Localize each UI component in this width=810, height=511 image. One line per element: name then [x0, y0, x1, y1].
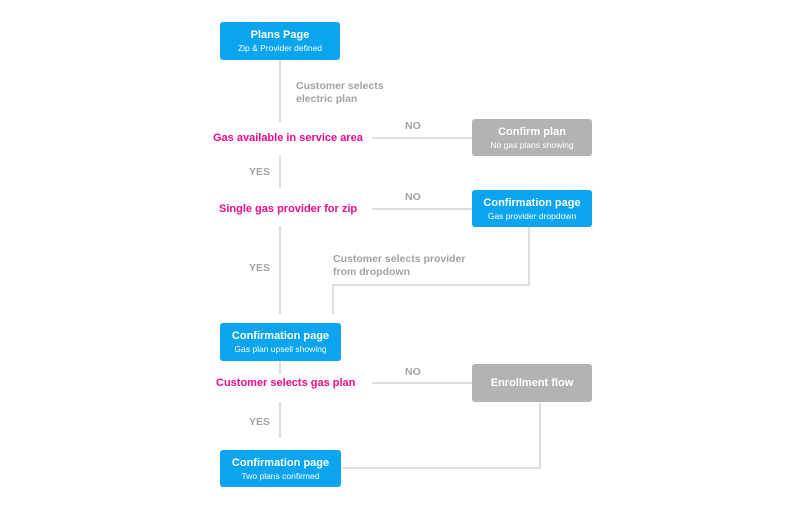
connector-dropdown-return	[332, 227, 530, 314]
node-title: Confirmation page	[231, 330, 330, 342]
node-title: Enrollment flow	[490, 377, 574, 389]
label-selects-provider: Customer selects provider from dropdown	[333, 253, 465, 279]
node-subtitle: Zip & Provider defined	[237, 43, 323, 53]
node-title: Confirm plan	[498, 125, 566, 138]
label-no-gas-available: NO	[405, 120, 421, 132]
node-title: Confirmation page	[231, 456, 330, 469]
label-yes-gas-available: YES	[249, 166, 271, 178]
confirmation-dropdown-node: Confirmation page Gas provider dropdown	[472, 190, 592, 227]
confirmation-upsell-node: Confirmation page Gas plan upsell showin…	[220, 323, 341, 361]
label-no-single-provider: NO	[405, 191, 421, 203]
label-yes-selects-gas: YES	[249, 416, 271, 428]
node-subtitle: Two plans confirmed	[241, 470, 320, 481]
node-subtitle: Gas provider dropdown	[487, 210, 577, 221]
decision-single-provider: Single gas provider for zip	[219, 203, 358, 215]
confirm-plan-node: Confirm plan No gas plans showing	[472, 119, 592, 156]
plans-page-node: Plans Page Zip & Provider defined	[220, 22, 340, 60]
label-line: from dropdown	[333, 266, 410, 278]
label-no-selects-gas: NO	[405, 366, 421, 378]
node-title: Plans Page	[250, 29, 310, 41]
label-yes-single-provider: YES	[249, 262, 271, 274]
label-selects-electric: Customer selects electric plan	[296, 80, 384, 106]
node-subtitle: No gas plans showing	[490, 139, 574, 150]
decision-gas-available: Gas available in service area	[213, 132, 363, 144]
node-title: Confirmation page	[483, 196, 581, 209]
confirmation-two-plans-node: Confirmation page Two plans confirmed	[220, 450, 341, 487]
node-subtitle: Gas plan upsell showing	[234, 344, 327, 354]
enrollment-flow-node: Enrollment flow	[472, 364, 592, 402]
decision-selects-gas-plan: Customer selects gas plan	[216, 377, 356, 389]
label-line: Customer selects provider	[333, 253, 466, 265]
label-line: electric plan	[296, 93, 358, 105]
label-line: Customer selects	[296, 80, 384, 92]
connector-enrollment-return	[342, 403, 541, 469]
